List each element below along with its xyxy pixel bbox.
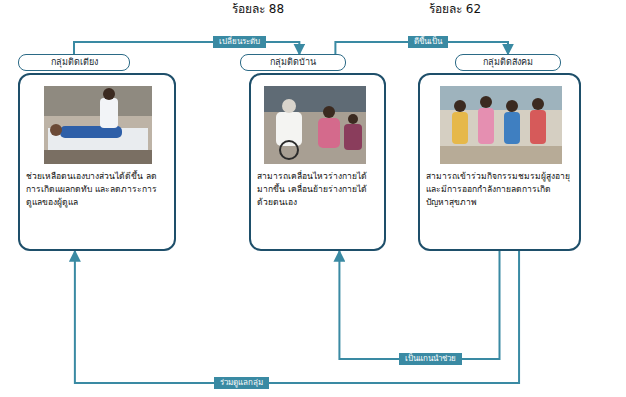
elder-head	[506, 100, 518, 112]
floor	[44, 150, 152, 164]
flow-label: ดีขึ้นเป็น	[408, 36, 448, 48]
visitor	[318, 118, 340, 148]
flow-label: เปลี่ยนระดับ	[213, 36, 266, 48]
caregiver	[100, 98, 118, 128]
visitor	[344, 124, 362, 150]
patient-head	[50, 124, 62, 136]
flow-connector	[75, 251, 519, 383]
elder	[452, 112, 468, 144]
flow-connector	[74, 42, 299, 54]
outcome-text: ช่วยเหลือตนเองบางส่วนได้ดีขึ้น ลดการเกิด…	[26, 170, 168, 208]
ground	[440, 146, 562, 164]
elder-head	[532, 98, 544, 110]
photo-ground	[44, 86, 152, 164]
photo-bedridden	[44, 86, 152, 164]
elder	[530, 110, 546, 144]
group-title: กลุ่มติดเตียง	[26, 56, 122, 68]
photo-wall	[264, 86, 366, 112]
group-box: สามารถเคลื่อนไหวร่างกายได้มากขึ้น เคลื่อ…	[249, 73, 386, 251]
visitor-head	[323, 106, 335, 118]
outcome-text: สามารถเข้าร่วมกิจกรรมชมรมผู้สูงอายุ และม…	[426, 170, 573, 208]
flow-connector	[339, 251, 499, 359]
elder-head	[282, 99, 296, 113]
photo-social	[440, 86, 562, 164]
group-box: สามารถเข้าร่วมกิจกรรมชมรมผู้สูงอายุ และม…	[418, 73, 581, 251]
wheel	[280, 141, 298, 159]
elder	[504, 112, 520, 144]
photo-ground	[264, 86, 366, 164]
group-title: กลุ่มติดสังคม	[463, 56, 553, 68]
elder	[478, 108, 494, 144]
outcome-text: สามารถเคลื่อนไหวร่างกายได้มากขึ้น เคลื่อ…	[257, 170, 378, 208]
group-tab: กลุ่มติดบ้าน	[240, 54, 346, 70]
visitor-head	[348, 114, 358, 124]
photo-wall	[44, 86, 152, 116]
group-box: ช่วยเหลือตนเองบางส่วนได้ดีขึ้น ลดการเกิด…	[18, 73, 176, 251]
group-title: กลุ่มติดบ้าน	[248, 56, 338, 68]
percent-label: ร้อยละ 62	[429, 2, 481, 18]
photo-ground	[440, 86, 562, 164]
elder-head	[480, 96, 492, 108]
flow-label: เป็นแกนนำช่วย	[399, 353, 462, 365]
caregiver-head	[103, 88, 115, 100]
group-tab: กลุ่มติดเตียง	[18, 54, 130, 70]
percent-label: ร้อยละ 88	[232, 2, 284, 18]
flow-label: ร่วมดูแลกลุ่ม	[214, 377, 269, 389]
group-tab: กลุ่มติดสังคม	[455, 54, 561, 70]
elder-head	[454, 100, 466, 112]
photo-homebound	[264, 86, 366, 164]
